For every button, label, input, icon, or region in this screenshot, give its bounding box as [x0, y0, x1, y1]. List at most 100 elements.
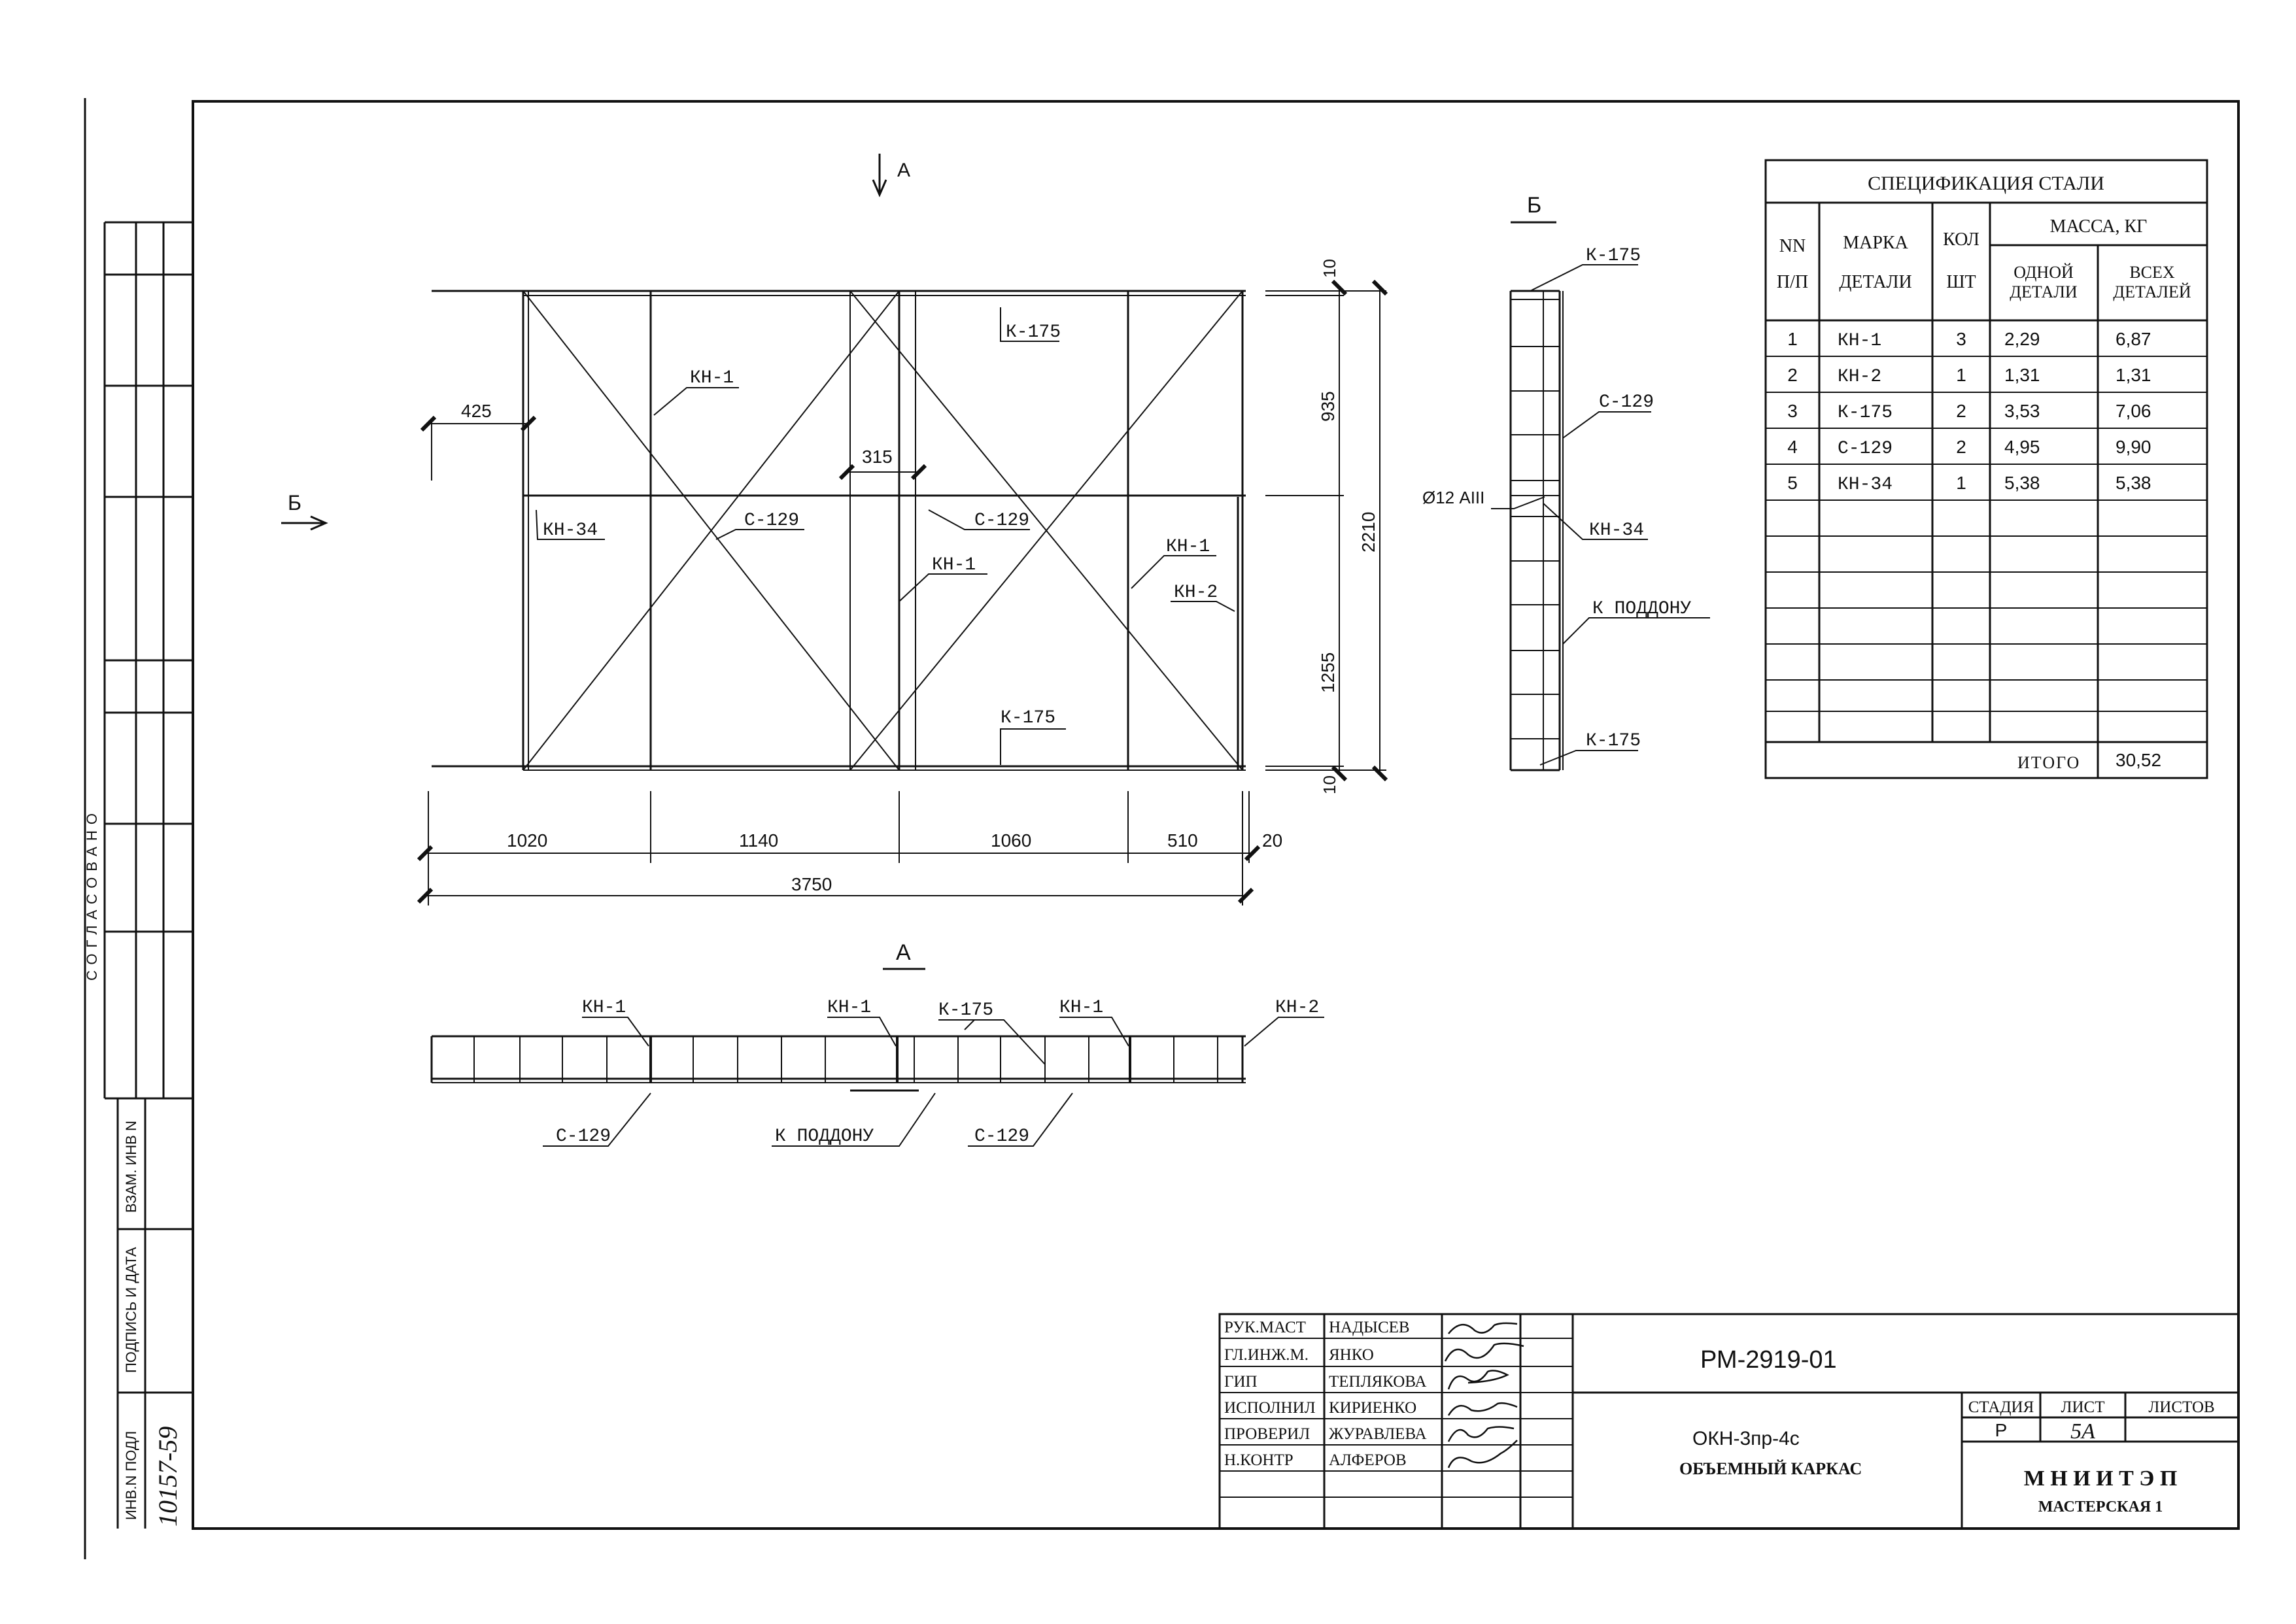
spec-cell-one: 5,38	[2004, 473, 2040, 493]
section-a-title: А	[896, 940, 911, 965]
front-label-c129-a: С-129	[744, 511, 799, 531]
front-label-k175-top: К-175	[1006, 322, 1061, 343]
spec-cell-mark: КН-2	[1838, 367, 1881, 387]
tb-name: КИРИЕНКО	[1329, 1399, 1416, 1417]
dim-3750: 3750	[791, 874, 832, 894]
dim-935: 935	[1318, 391, 1338, 422]
spec-h-one-2: ДЕТАЛИ	[2010, 282, 2078, 301]
signature-date-label: ПОДПИСЬ И ДАТА	[123, 1247, 139, 1373]
side-label-bar: Ø12 АIII	[1422, 488, 1484, 507]
tb-name-title: ОБЪЕМНЫЙ КАРКАС	[1679, 1459, 1862, 1478]
front-dim-lines-top	[428, 418, 919, 481]
spec-cell-mark: С-129	[1838, 439, 1893, 459]
dim-425: 425	[461, 401, 492, 421]
side-label-kn34: КН-34	[1589, 520, 1644, 541]
spec-row: 3 К-175 2 3,53 7,06	[1787, 401, 2151, 423]
side-view: Б К	[1422, 193, 1710, 771]
spec-cell-one: 2,29	[2004, 329, 2040, 349]
view-a-arrow	[872, 154, 887, 197]
spec-cell-one: 4,95	[2004, 437, 2040, 457]
spec-cell-mark: К-175	[1838, 403, 1893, 423]
spec-cell-qty: 1	[1956, 365, 1966, 385]
plan-view: А	[430, 940, 1324, 1147]
front-label-c129-b: С-129	[974, 511, 1029, 531]
plan-label-c129-b: С-129	[974, 1126, 1029, 1147]
dim-10-top: 10	[1320, 259, 1339, 278]
front-label-kn1-c: КН-1	[1166, 537, 1210, 557]
plan-label-kn2: КН-2	[1275, 998, 1319, 1018]
spec-total-value: 30,52	[2116, 750, 2161, 770]
spec-cell-nn: 3	[1787, 401, 1798, 421]
spec-title: СПЕЦИФИКАЦИЯ СТАЛИ	[1868, 173, 2104, 194]
tb-sheet: 5А	[2070, 1419, 2095, 1444]
front-label-kn1-a: КН-1	[690, 368, 734, 388]
plan-label-c129-a: С-129	[556, 1126, 611, 1147]
tb-role: ПРОВЕРИЛ	[1224, 1425, 1310, 1443]
spec-total-label: ИТОГО	[2017, 753, 2080, 772]
agreed-label: СОГЛАСОВАНО	[84, 807, 100, 981]
plan-label-kn1-a: КН-1	[582, 998, 626, 1018]
side-leaders	[1491, 264, 1710, 766]
view-b-arrow	[281, 515, 328, 531]
tb-role: Н.КОНТР	[1224, 1451, 1294, 1469]
dim-20: 20	[1262, 830, 1282, 851]
spec-cell-mark: КН-1	[1838, 331, 1881, 351]
side-label-pallet: К ПОДДОНУ	[1592, 599, 1691, 619]
plan-label-k175: К-175	[938, 1000, 993, 1021]
dim-315: 315	[862, 447, 893, 467]
tb-name: АЛФЕРОВ	[1329, 1451, 1407, 1469]
tb-role: ГЛ.ИНЖ.М.	[1224, 1346, 1309, 1364]
spec-cell-all: 5,38	[2116, 473, 2151, 493]
spec-h-all-2: ДЕТАЛЕЙ	[2113, 282, 2191, 301]
spec-cell-qty: 3	[1956, 329, 1966, 349]
spec-cell-qty: 1	[1956, 473, 1966, 493]
frame-geometry	[432, 290, 1246, 771]
spec-cell-all: 1,31	[2116, 365, 2151, 385]
side-label-k175-top: К-175	[1586, 246, 1641, 266]
dim-1020: 1020	[507, 830, 547, 851]
spec-row: 1 КН-1 3 2,29 6,87	[1787, 329, 2151, 351]
spec-row: 4 С-129 2 4,95 9,90	[1787, 437, 2151, 459]
left-margin-strip: СОГЛАСОВАНО ВЗАМ. ИНВ N ПОДПИСЬ И ДАТА И…	[84, 221, 193, 1529]
spec-h-mark-1: МАРКА	[1843, 233, 1908, 253]
tb-name: ЯНКО	[1329, 1346, 1374, 1364]
inventory-number: 10157-59	[153, 1427, 182, 1527]
spec-table: СПЕЦИФИКАЦИЯ СТАЛИ NN П/П МАРКА ДЕТАЛИ К…	[1764, 159, 2208, 779]
spec-h-one-1: ОДНОЙ	[2013, 263, 2074, 282]
front-label-kn34: КН-34	[543, 520, 598, 541]
front-label-k175-bottom: К-175	[1001, 708, 1055, 728]
spec-h-nn-1: NN	[1779, 236, 1806, 256]
spec-cell-nn: 2	[1787, 365, 1798, 385]
tb-name: ЖУРАВЛЕВА	[1329, 1425, 1427, 1443]
spec-cell-all: 9,90	[2116, 437, 2151, 457]
side-geometry	[1509, 290, 1564, 771]
dim-10-bottom: 10	[1320, 775, 1339, 794]
spec-cell-nn: 1	[1787, 329, 1798, 349]
spec-cell-mark: КН-34	[1838, 475, 1893, 495]
spec-h-mass: МАССА, КГ	[2050, 216, 2148, 237]
vzam-inv-label: ВЗАМ. ИНВ N	[123, 1121, 139, 1213]
spec-cell-qty: 2	[1956, 401, 1966, 421]
signatures	[1444, 1322, 1524, 1468]
section-b-title: Б	[1527, 193, 1541, 218]
plan-geometry	[430, 1035, 1246, 1092]
view-a-marker: А	[897, 160, 910, 181]
side-label-c129: С-129	[1599, 392, 1654, 413]
dim-2210: 2210	[1358, 512, 1379, 552]
tb-h-stage: СТАДИЯ	[1968, 1398, 2034, 1416]
front-leaders	[536, 307, 1235, 765]
view-b-marker: Б	[288, 491, 301, 515]
tb-stage: Р	[1995, 1420, 2008, 1440]
spec-cell-all: 7,06	[2116, 401, 2151, 421]
plan-label-pallet: К ПОДДОНУ	[775, 1126, 874, 1147]
tb-name: НАДЫСЕВ	[1329, 1319, 1410, 1336]
tb-role: ГИП	[1224, 1373, 1258, 1391]
plan-label-kn1-b: КН-1	[827, 998, 871, 1018]
front-label-kn2: КН-2	[1174, 583, 1218, 603]
tb-h-sheet: ЛИСТ	[2061, 1398, 2105, 1416]
tb-role: РУК.МАСТ	[1224, 1319, 1306, 1336]
spec-cell-one: 1,31	[2004, 365, 2040, 385]
tb-element: ОКН-3пр-4с	[1692, 1428, 1800, 1449]
spec-cell-one: 3,53	[2004, 401, 2040, 421]
